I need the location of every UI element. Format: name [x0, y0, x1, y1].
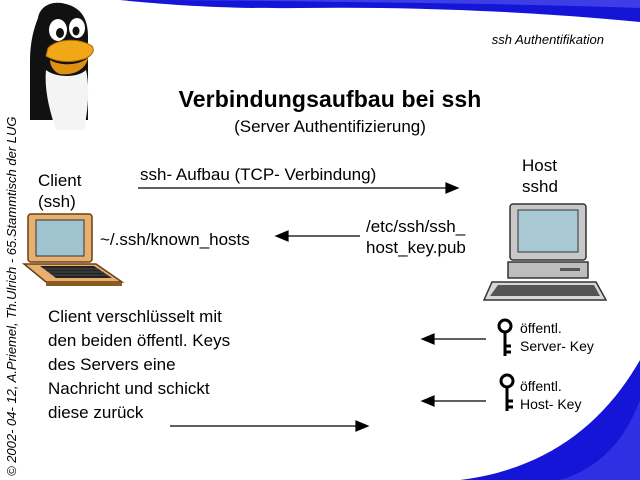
explanation-text: Client verschlüsselt mit den beiden öffe…	[48, 307, 231, 422]
side-credit: © 2002- 04- 12, A.Priemel, Th.Ulrich - 6…	[4, 116, 19, 477]
host-label: Host sshd	[522, 156, 558, 196]
slide-subtitle: (Server Authentifizierung)	[234, 117, 426, 136]
client-label: Client (ssh)	[38, 171, 82, 211]
host-key-file-label: /etc/ssh/ssh_ host_key.pub	[366, 217, 466, 257]
slide-title: Verbindungsaufbau bei ssh	[178, 86, 482, 112]
laptop-illustration	[21, 213, 125, 286]
connect-label: ssh- Aufbau (TCP- Verbindung)	[140, 165, 377, 184]
server-key-label: öffentl. Server- Key	[520, 320, 594, 354]
header-tag: ssh Authentifikation	[491, 32, 604, 47]
desktop-computer-illustration	[482, 203, 608, 301]
tux-penguin-logo	[30, 2, 94, 130]
server-key-icon	[497, 318, 513, 356]
known-hosts-label: ~/.ssh/known_hosts	[100, 230, 250, 249]
bottom-swoosh	[460, 360, 640, 480]
host-key-icon	[499, 373, 515, 411]
host-key-label: öffentl. Host- Key	[520, 378, 582, 412]
bottom-swoosh-highlight	[560, 400, 640, 480]
top-swoosh	[120, 0, 640, 22]
arrows	[138, 182, 486, 432]
top-swoosh-highlight	[170, 0, 640, 8]
